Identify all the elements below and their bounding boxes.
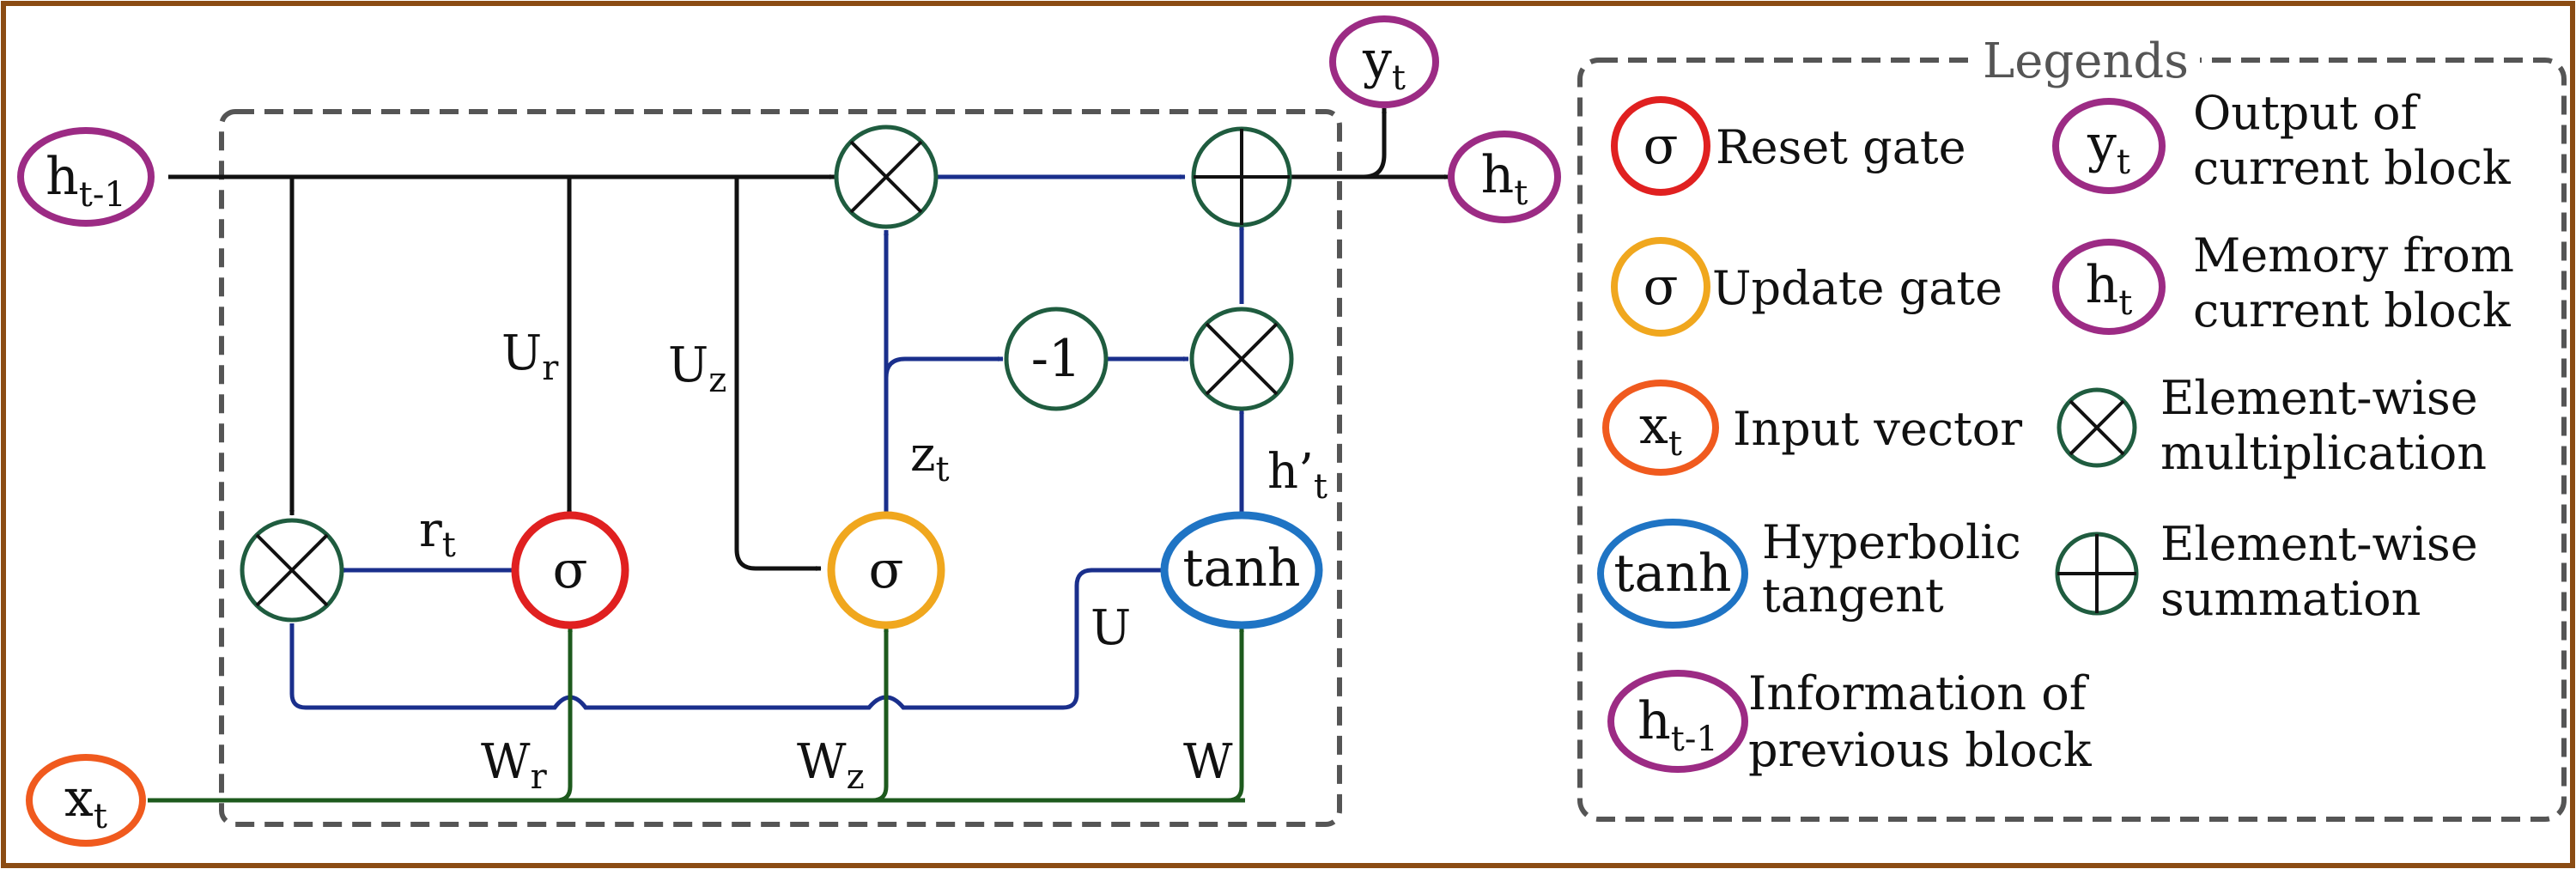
legend-title: Legends <box>1983 33 2189 89</box>
svg-text:xt: xt <box>1639 396 1682 464</box>
label-w-r-base: W <box>481 734 531 790</box>
label-u: U <box>1091 600 1131 656</box>
legend-item-tanh: tanh Hyperbolic tangent <box>1597 515 2021 629</box>
y-t-node: yt <box>1329 15 1439 108</box>
label-w-r-sub: r <box>531 757 548 797</box>
purple-h-icon <box>2052 239 2166 335</box>
label-z-t: zt <box>910 427 950 489</box>
legend-text-multiply-1: Element-wise <box>2160 371 2478 425</box>
label-w-r: Wr <box>481 734 548 797</box>
update-gate-symbol: σ <box>869 540 904 600</box>
label-r-t: rt <box>419 502 456 565</box>
tanh-node: tanh <box>1160 511 1323 629</box>
svg-text:σ: σ <box>1643 116 1679 176</box>
label-w-z-sub: z <box>847 757 865 797</box>
label-u-r: Ur <box>501 325 559 388</box>
label-z-t-base: z <box>910 427 936 483</box>
legend-item-output: yt Output of current block <box>2052 86 2512 195</box>
legend-text-memory-1: Memory from <box>2193 228 2514 283</box>
multiply-node-right <box>1189 307 1294 411</box>
legend-text-tanh-1: Hyperbolic <box>1762 515 2021 569</box>
label-r-t-sub: t <box>442 526 456 565</box>
y-t-base: y <box>1362 30 1392 90</box>
legend-text-update-gate: Update gate <box>1712 261 2002 315</box>
legend-text-multiply-2: multiplication <box>2160 426 2487 480</box>
hidden-state-lines <box>168 107 1450 571</box>
label-w: W <box>1183 734 1233 790</box>
label-h-prime-t-base: h’ <box>1267 444 1314 500</box>
label-u-z-sub: z <box>708 361 726 400</box>
legend-item-update-gate: σ Update gate <box>1611 237 2002 337</box>
label-h-prime-t: h’t <box>1267 444 1327 507</box>
sum-node <box>1191 126 1292 228</box>
legend-item-input: xt Input vector <box>1602 380 2022 476</box>
blue-tanh-icon <box>1597 519 1748 629</box>
svg-text:yt: yt <box>1362 30 1406 98</box>
multiply-node-top <box>834 125 939 229</box>
svg-text:σ: σ <box>1643 257 1679 317</box>
label-w-z-base: W <box>797 734 847 790</box>
legend-item-reset-gate: σ Reset gate <box>1611 96 1966 196</box>
y-t-sub: t <box>1392 58 1406 98</box>
legend-item-sum: Element-wise summation <box>2055 517 2478 626</box>
x-t-base: x <box>64 769 94 829</box>
orange-x-icon <box>1602 380 1719 476</box>
svg-text:ht-1: ht-1 <box>46 147 126 215</box>
label-w-z: Wz <box>797 734 865 797</box>
minus-one-text: -1 <box>1031 329 1081 389</box>
svg-text:yt: yt <box>2087 114 2130 182</box>
tanh-text: tanh <box>1182 538 1300 599</box>
legend-text-previous-1: Information of <box>1748 666 2090 720</box>
orange-sigma-icon <box>1611 237 1710 337</box>
x-t-node: xt <box>26 754 146 847</box>
minus-one-node: -1 <box>1004 307 1109 411</box>
legend-item-multiply: Element-wise multiplication <box>2057 371 2487 480</box>
legend-box: Legends σ Reset gate yt Output of curren… <box>1577 33 2567 822</box>
svg-text:xt: xt <box>64 769 107 836</box>
label-u-r-base: U <box>501 325 542 381</box>
legend-text-output-1: Output of <box>2193 86 2421 140</box>
h-prev-node: ht-1 <box>17 127 155 227</box>
legend-text-memory-2: current block <box>2193 283 2512 337</box>
legend-item-memory: ht Memory from current block <box>2052 228 2514 337</box>
svg-text:ht: ht <box>2086 255 2133 323</box>
h-t-sub: t <box>1514 173 1528 213</box>
legend-text-output-2: current block <box>2193 141 2512 195</box>
h-t-base: h <box>1481 145 1515 205</box>
legend-text-reset-gate: Reset gate <box>1716 120 1966 174</box>
svg-text:ht-1: ht-1 <box>1637 691 1718 759</box>
legend-text-tanh-2: tangent <box>1762 568 1944 623</box>
svg-text:ht: ht <box>1481 145 1528 213</box>
h-prev-sub: t-1 <box>79 175 126 215</box>
label-h-prime-t-sub: t <box>1314 467 1327 507</box>
purple-hprev-icon <box>1607 670 1748 773</box>
red-sigma-icon <box>1611 96 1710 196</box>
legend-text-input: Input vector <box>1733 402 2022 456</box>
label-u-r-sub: r <box>542 349 559 388</box>
svg-text:tanh: tanh <box>1613 544 1731 604</box>
x-t-sub: t <box>94 797 107 836</box>
legend-item-previous: ht-1 Information of previous block <box>1607 666 2093 777</box>
multiply-node-left <box>240 518 344 623</box>
label-r-t-base: r <box>419 502 442 558</box>
legend-text-sum-2: summation <box>2160 572 2421 626</box>
label-z-t-sub: t <box>936 450 950 489</box>
gru-cell-boundary <box>219 109 1342 827</box>
reset-gate-node: σ <box>511 511 629 629</box>
update-gate-node: σ <box>827 511 945 629</box>
legend-text-sum-1: Element-wise <box>2160 517 2478 571</box>
h-t-node: ht <box>1448 131 1561 223</box>
purple-y-icon <box>2052 98 2166 194</box>
input-lines <box>148 626 1245 803</box>
legend-text-previous-2: previous block <box>1748 723 2093 777</box>
label-u-z-base: U <box>668 337 708 393</box>
h-prev-base: h <box>46 147 79 207</box>
reset-gate-symbol: σ <box>553 540 588 600</box>
label-u-z: Uz <box>668 337 726 400</box>
